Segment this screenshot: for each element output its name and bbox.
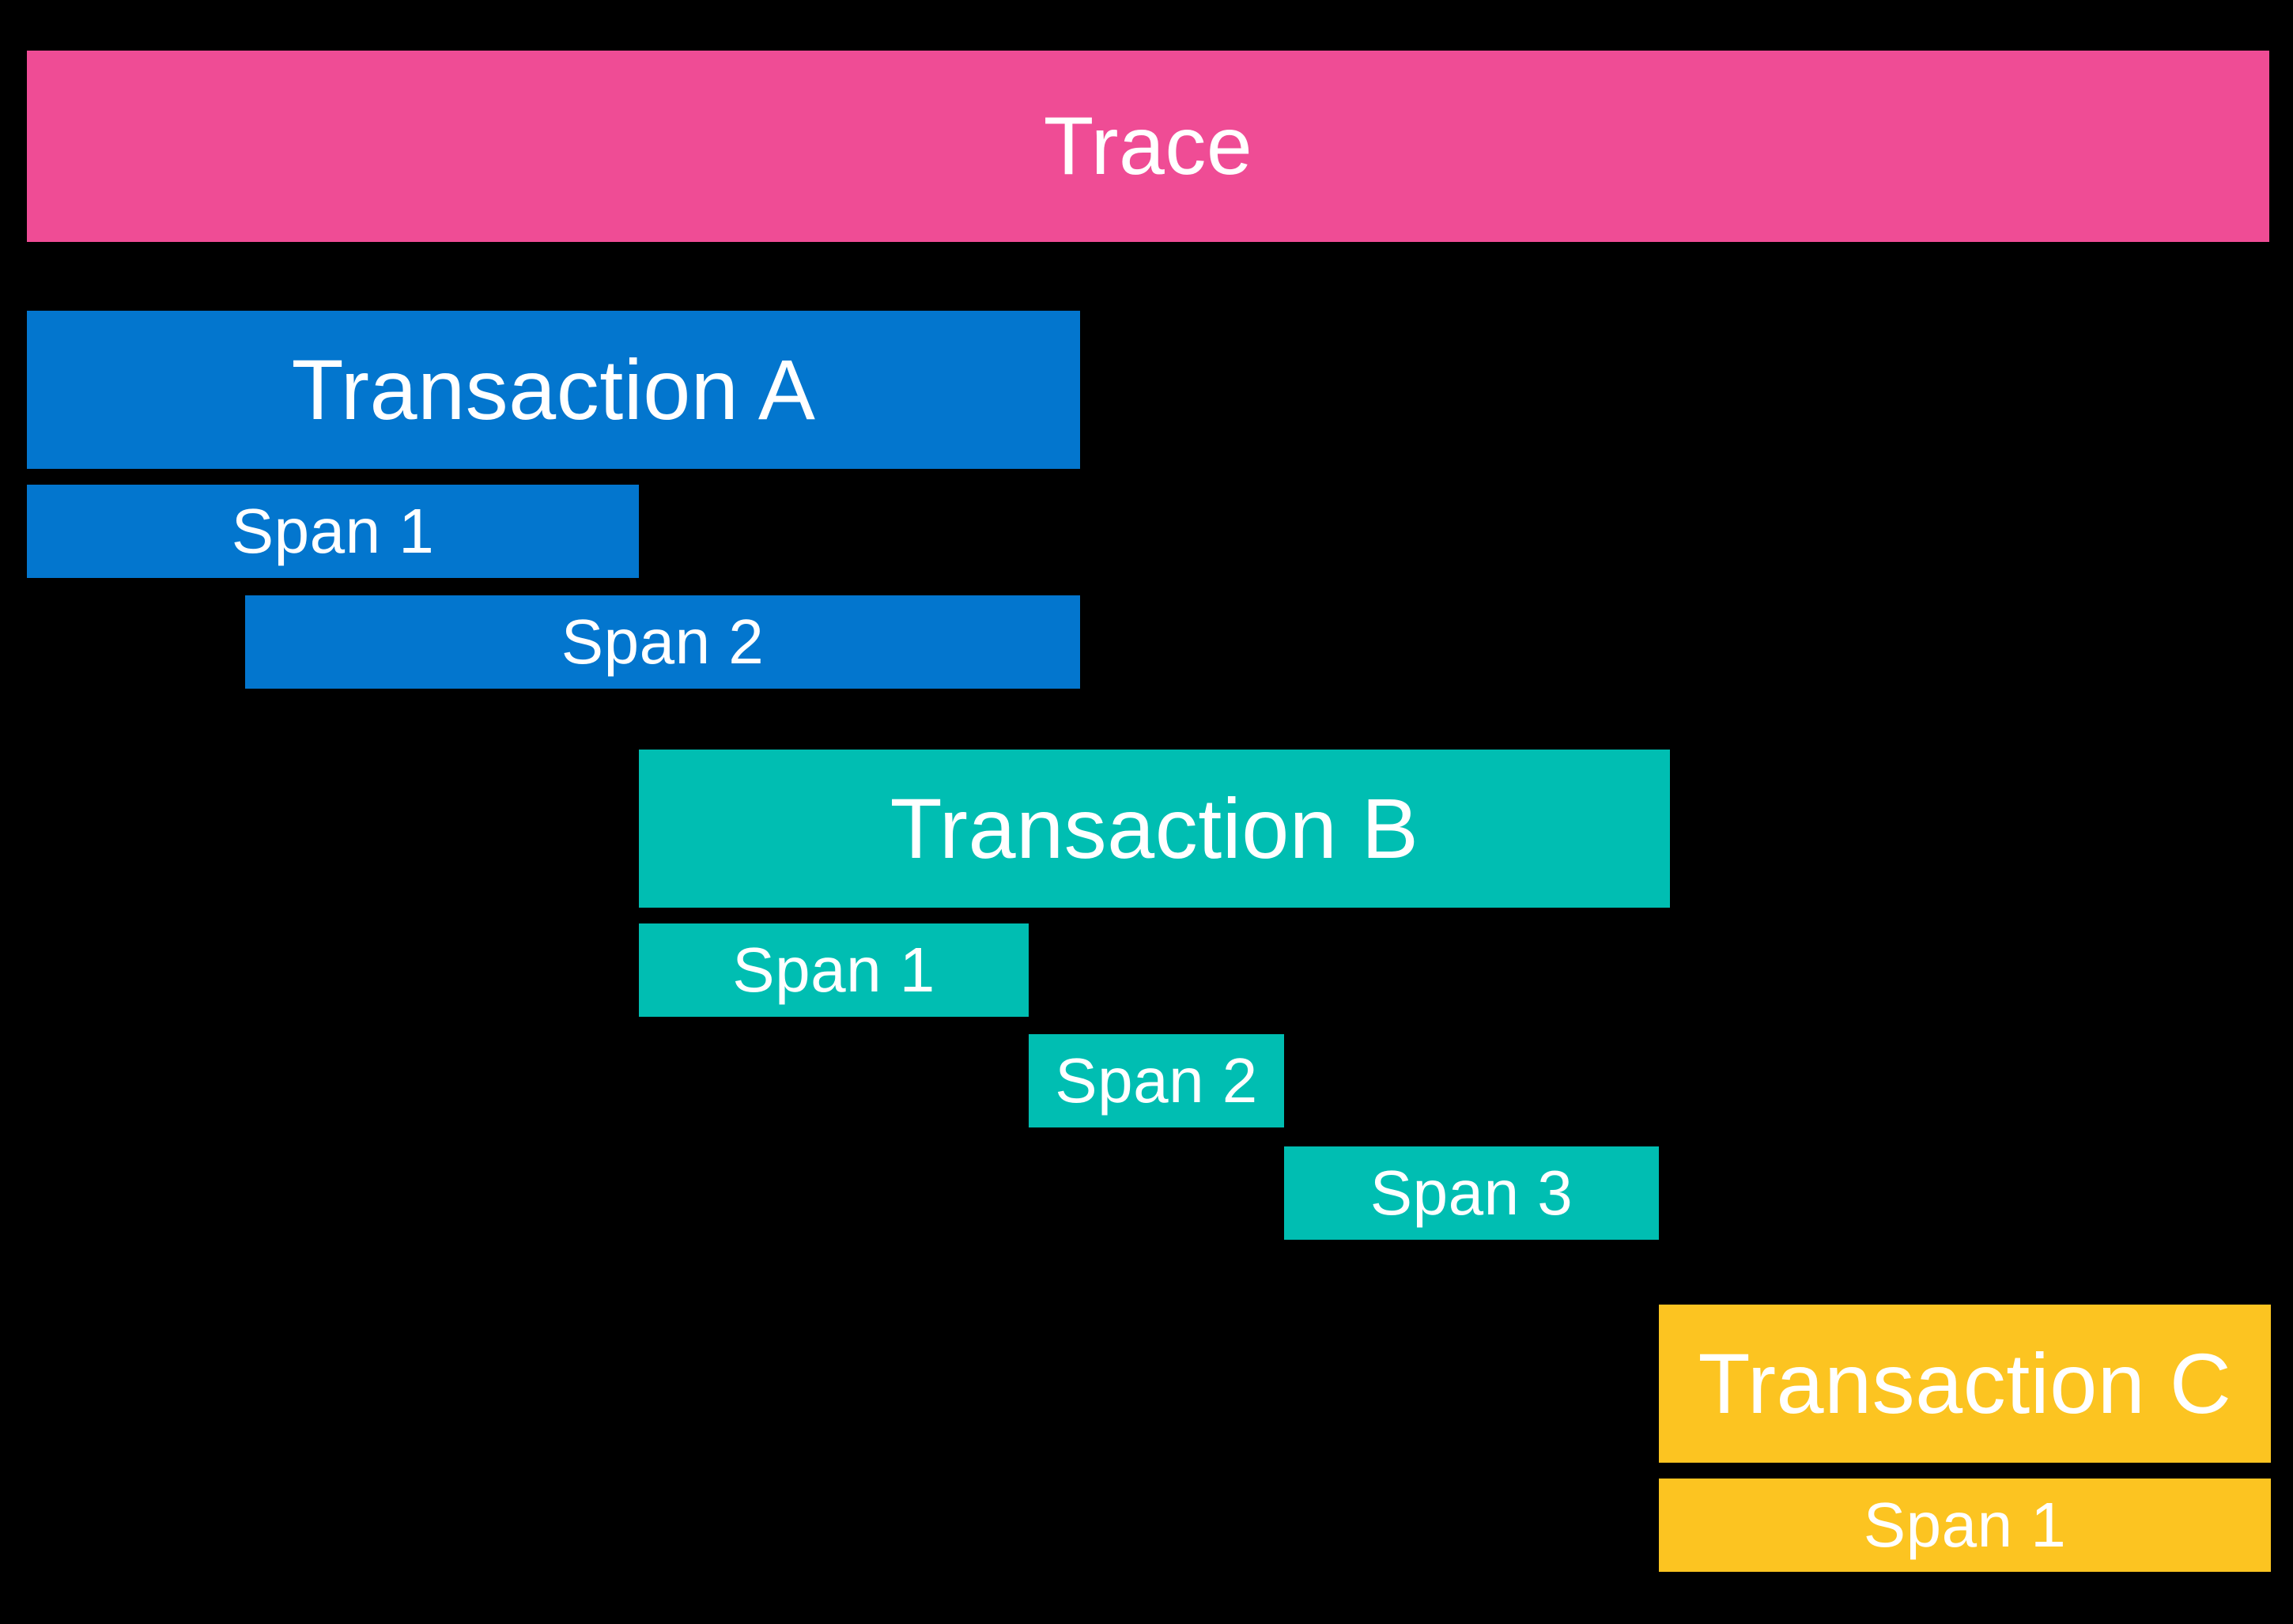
- transaction-c-span-1-label: Span 1: [1863, 1490, 2067, 1560]
- transaction-b-span-2-bar: Span 2: [1029, 1034, 1284, 1127]
- trace-label: Trace: [1043, 100, 1253, 192]
- transaction-b-span-2-label: Span 2: [1055, 1045, 1258, 1116]
- transaction-a-span-2-bar: Span 2: [245, 595, 1080, 689]
- transaction-c-label: Transaction C: [1698, 1335, 2232, 1431]
- transaction-c-bar: Transaction C: [1659, 1305, 2271, 1463]
- transaction-b-label: Transaction B: [890, 780, 1419, 876]
- transaction-a-span-2-label: Span 2: [561, 606, 765, 677]
- transaction-b-span-1-bar: Span 1: [639, 923, 1029, 1017]
- transaction-b-bar: Transaction B: [639, 750, 1670, 908]
- transaction-a-label: Transaction A: [291, 342, 816, 437]
- trace-bar: Trace: [27, 51, 2269, 242]
- transaction-c-span-1-bar: Span 1: [1659, 1479, 2271, 1572]
- transaction-b-span-3-bar: Span 3: [1284, 1146, 1659, 1240]
- transaction-b-span-1-label: Span 1: [732, 935, 935, 1005]
- transaction-b-span-3-label: Span 3: [1369, 1158, 1573, 1228]
- transaction-a-bar: Transaction A: [27, 311, 1080, 469]
- transaction-a-span-1-label: Span 1: [231, 496, 435, 566]
- transaction-a-span-1-bar: Span 1: [27, 485, 639, 578]
